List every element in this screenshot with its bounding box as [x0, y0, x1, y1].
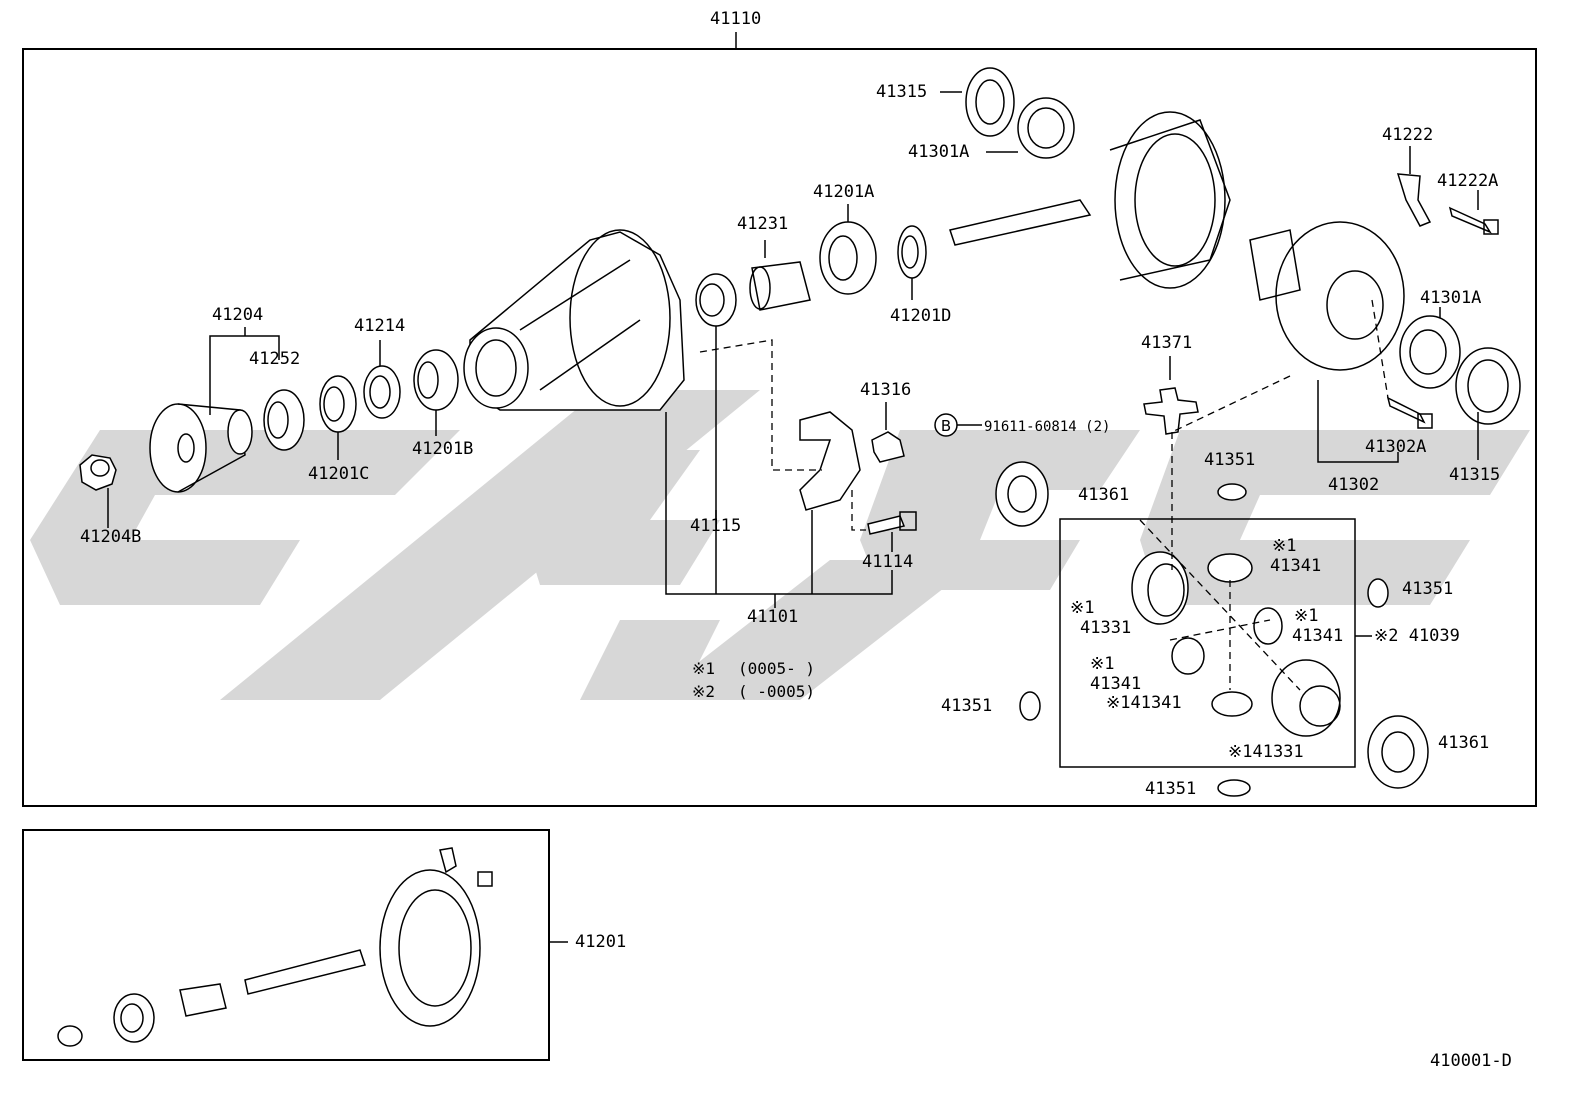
oil-seal-41115[interactable] — [695, 273, 737, 327]
thrust-washer-41351-d[interactable] — [1217, 779, 1251, 797]
mark-41341-c: ※1 — [1090, 654, 1115, 674]
note-2-text: ( -0005) — [738, 682, 816, 701]
oil-seal-41252[interactable] — [263, 389, 305, 451]
label-41114[interactable]: 41114 — [862, 552, 914, 572]
label-41351-c[interactable]: 41351 — [941, 696, 993, 716]
thrust-washer-41361-a[interactable] — [995, 461, 1049, 527]
label-41361-b[interactable]: 41361 — [1438, 733, 1490, 753]
label-41371[interactable]: 41371 — [1141, 333, 1193, 353]
bearing-cap[interactable] — [799, 411, 861, 511]
thrust-washer-41351-c[interactable] — [1019, 691, 1041, 721]
note-1-text: (0005- ) — [738, 659, 816, 678]
mark-41341-a: ※1 — [1272, 536, 1297, 556]
label-141331[interactable]: ※141331 — [1228, 742, 1304, 762]
label-41351-b[interactable]: 41351 — [1402, 579, 1454, 599]
pinion-gear-41341-c[interactable] — [1171, 637, 1205, 675]
spacer-41231[interactable] — [749, 261, 811, 311]
label-41039[interactable]: ※2 41039 — [1374, 626, 1460, 646]
label-41341-a[interactable]: 41341 — [1270, 556, 1322, 576]
thrust-washer-41351-a[interactable] — [1217, 483, 1247, 501]
label-41201b[interactable]: 41201B — [412, 439, 474, 459]
pinion-gear-41341-b[interactable] — [1253, 607, 1283, 645]
pinion-gear-41341-a[interactable] — [1207, 553, 1253, 583]
mark-41341-b: ※1 — [1294, 606, 1319, 626]
spider-41371[interactable] — [1143, 387, 1199, 435]
bolt-ref-letter: B — [941, 417, 951, 435]
main-assembly-frame — [22, 48, 1537, 807]
mark-41331-a: ※1 — [1070, 598, 1095, 618]
label-41214[interactable]: 41214 — [354, 316, 406, 336]
label-41361-a[interactable]: 41361 — [1078, 485, 1130, 505]
companion-flange-41204[interactable] — [149, 403, 253, 493]
label-41201[interactable]: 41201 — [575, 932, 627, 952]
label-41201d[interactable]: 41201D — [890, 306, 952, 326]
label-41222[interactable]: 41222 — [1382, 125, 1434, 145]
watermark-logo — [30, 390, 1530, 700]
lock-plate-41222[interactable] — [1396, 173, 1432, 227]
label-41302a[interactable]: 41302A — [1365, 437, 1427, 457]
carrier-housing[interactable] — [463, 229, 685, 411]
bolt-41114[interactable] — [867, 511, 917, 535]
bearing-41301a-top[interactable] — [1017, 97, 1075, 159]
label-41204b[interactable]: 41204B — [80, 527, 142, 547]
bearing-41301a-right[interactable] — [1399, 315, 1461, 389]
label-41115[interactable]: 41115 — [690, 516, 742, 536]
label-41201a[interactable]: 41201A — [813, 182, 875, 202]
label-41351-d[interactable]: 41351 — [1145, 779, 1197, 799]
label-41301a-top[interactable]: 41301A — [908, 142, 970, 162]
thrust-washer-41361-b[interactable] — [1367, 715, 1429, 789]
note-2-mark: ※2 — [692, 682, 716, 701]
label-41101[interactable]: 41101 — [747, 607, 799, 627]
bolt-41302a[interactable] — [1386, 396, 1433, 429]
label-41302[interactable]: 41302 — [1328, 475, 1380, 495]
label-41315-right[interactable]: 41315 — [1449, 465, 1501, 485]
ring-pinion-kit-frame — [22, 829, 550, 1061]
bearing-cup-41315-top[interactable] — [965, 67, 1015, 137]
label-41110[interactable]: 41110 — [710, 9, 762, 29]
label-41316[interactable]: 41316 — [860, 380, 912, 400]
label-41204[interactable]: 41204 — [212, 305, 264, 325]
label-41341-b[interactable]: 41341 — [1292, 626, 1344, 646]
differential-case[interactable] — [1249, 221, 1405, 371]
label-41351-a[interactable]: 41351 — [1204, 450, 1256, 470]
spacer-41214[interactable] — [363, 365, 401, 419]
differential-gear-kit-frame — [1059, 518, 1356, 768]
nut-41204b[interactable] — [79, 454, 117, 491]
label-141341[interactable]: ※141341 — [1106, 693, 1182, 713]
bolt-reference-b[interactable]: B — [934, 413, 982, 437]
label-41231[interactable]: 41231 — [737, 214, 789, 234]
kit-41201-parts[interactable] — [57, 847, 493, 1047]
label-41301a-right[interactable]: 41301A — [1420, 288, 1482, 308]
label-41222a[interactable]: 41222A — [1437, 171, 1499, 191]
ring-gear-and-pinion[interactable] — [949, 111, 1231, 289]
label-41252[interactable]: 41252 — [249, 349, 301, 369]
note-1-mark: ※1 — [692, 659, 716, 678]
footer-code: 410001-D — [1430, 1051, 1512, 1071]
label-41315-top[interactable]: 41315 — [876, 82, 928, 102]
pinion-gear-141341[interactable] — [1211, 691, 1253, 717]
label-41201c[interactable]: 41201C — [308, 464, 370, 484]
bearing-41201a[interactable] — [819, 221, 877, 295]
bearing-41201b[interactable] — [413, 349, 459, 411]
label-bolt-91611[interactable]: 91611-60814 (2) — [984, 419, 1111, 435]
label-41341-c[interactable]: 41341 — [1090, 674, 1142, 694]
washer-41201d[interactable] — [897, 225, 927, 279]
thrust-washer-41351-b[interactable] — [1367, 578, 1389, 608]
side-gear-41331[interactable] — [1131, 551, 1189, 625]
label-41331-a[interactable]: 41331 — [1080, 618, 1132, 638]
bearing-cup-41315-right[interactable] — [1455, 347, 1521, 425]
clip-41316[interactable] — [871, 431, 905, 463]
bolt-41222a[interactable] — [1448, 206, 1499, 235]
bearing-41201c[interactable] — [319, 375, 357, 433]
